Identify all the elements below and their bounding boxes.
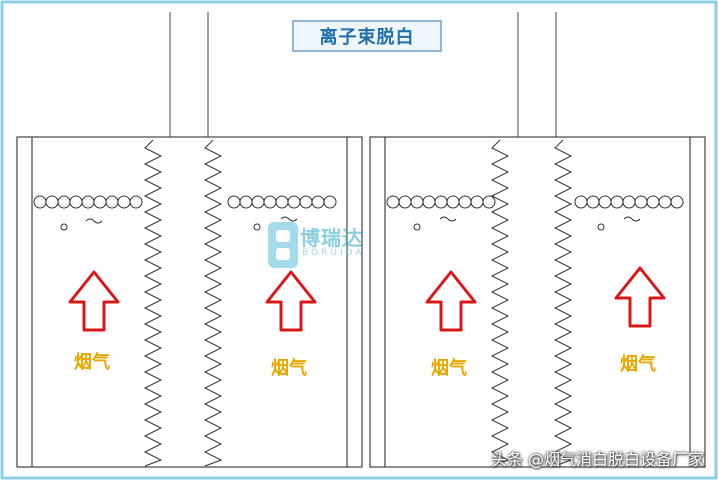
coil-row: [574, 195, 684, 209]
coil-row: [33, 195, 143, 209]
zigzag-electrodes: [143, 139, 573, 467]
smoke-label: 烟气: [74, 352, 110, 373]
zigzag-electrode: [143, 139, 163, 467]
footer-credit: 头条 @烟气消白脱白设备厂家: [490, 450, 704, 469]
zigzag-electrode: [553, 139, 573, 467]
coil-rows: [33, 195, 684, 209]
coil-row: [227, 195, 337, 209]
watermark-text: 博瑞达: [300, 226, 363, 250]
smoke-label: 烟气: [271, 358, 307, 379]
diagram-title: 离子束脱白: [292, 20, 442, 52]
left-chamber: [16, 136, 363, 468]
watermark-logo-icon: [268, 222, 298, 268]
smoke-label: 烟气: [431, 358, 467, 379]
zigzag-electrode: [203, 139, 223, 467]
right-chamber: [369, 136, 706, 468]
small-symbols: [60, 216, 641, 231]
watermark-subtext: BORUIDA: [302, 248, 365, 258]
smoke-arrows: [68, 266, 666, 332]
upper-ducts: [169, 12, 557, 137]
smoke-label: 烟气: [620, 354, 656, 375]
up-arrow-icon: [614, 266, 666, 328]
zigzag-electrode: [490, 139, 510, 467]
chambers: [16, 136, 706, 468]
up-arrow-icon: [425, 270, 477, 332]
up-arrow-icon: [68, 270, 120, 332]
up-arrow-icon: [265, 270, 317, 332]
coil-row: [386, 195, 496, 209]
